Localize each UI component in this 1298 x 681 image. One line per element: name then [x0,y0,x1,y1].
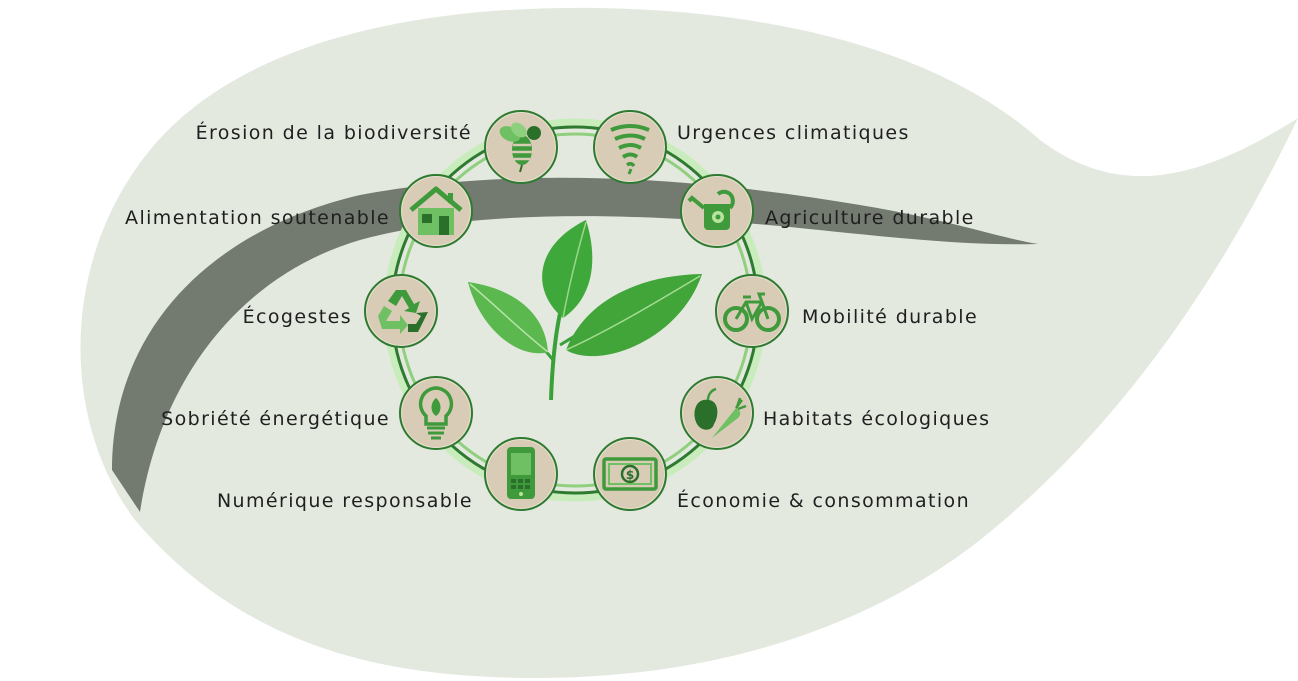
smartphone-icon [507,447,535,499]
node-habitats-ecologiques [680,376,754,450]
topic-label-agriculture-durable: Agriculture durable [765,207,975,229]
topic-label-urgences-climatiques: Urgences climatiques [677,122,910,144]
node-economie-consommation: $ [593,437,667,511]
topic-label-erosion-biodiversite: Érosion de la biodiversité [195,122,472,144]
recycle-icon [378,290,428,334]
fruit-vegetable-icon [694,387,747,438]
svg-text:$: $ [626,468,634,482]
node-ecogestes [364,274,438,348]
topic-label-mobilite-durable: Mobilité durable [802,306,979,328]
node-sobriete-energetique [399,376,473,450]
bicycle-icon [723,292,781,332]
node-mobilite-durable [715,274,789,348]
tornado-icon [610,124,650,175]
house-icon [409,186,463,235]
topic-label-economie-consommation: Économie & consommation [677,490,971,512]
topic-label-sobriete-energetique: Sobriété énergétique [161,408,390,430]
node-erosion-biodiversite [484,110,558,184]
leaf-shape [80,7,1298,679]
lightbulb-icon [418,386,454,440]
node-numerique-responsable [484,437,558,511]
watering-can-icon [687,189,735,230]
bee-icon [499,122,541,173]
topic-label-habitats-ecologiques: Habitats écologiques [763,408,991,430]
sprout-icon [468,220,702,401]
money-icon: $ [602,457,658,491]
node-agriculture-durable [680,174,754,248]
topic-label-numerique-responsable: Numérique responsable [216,490,473,512]
node-urgences-climatiques [593,110,667,184]
topic-label-ecogestes: Écogestes [242,306,352,328]
node-alimentation-soutenable [399,174,473,248]
topic-label-alimentation-soutenable: Alimentation soutenable [125,207,390,229]
